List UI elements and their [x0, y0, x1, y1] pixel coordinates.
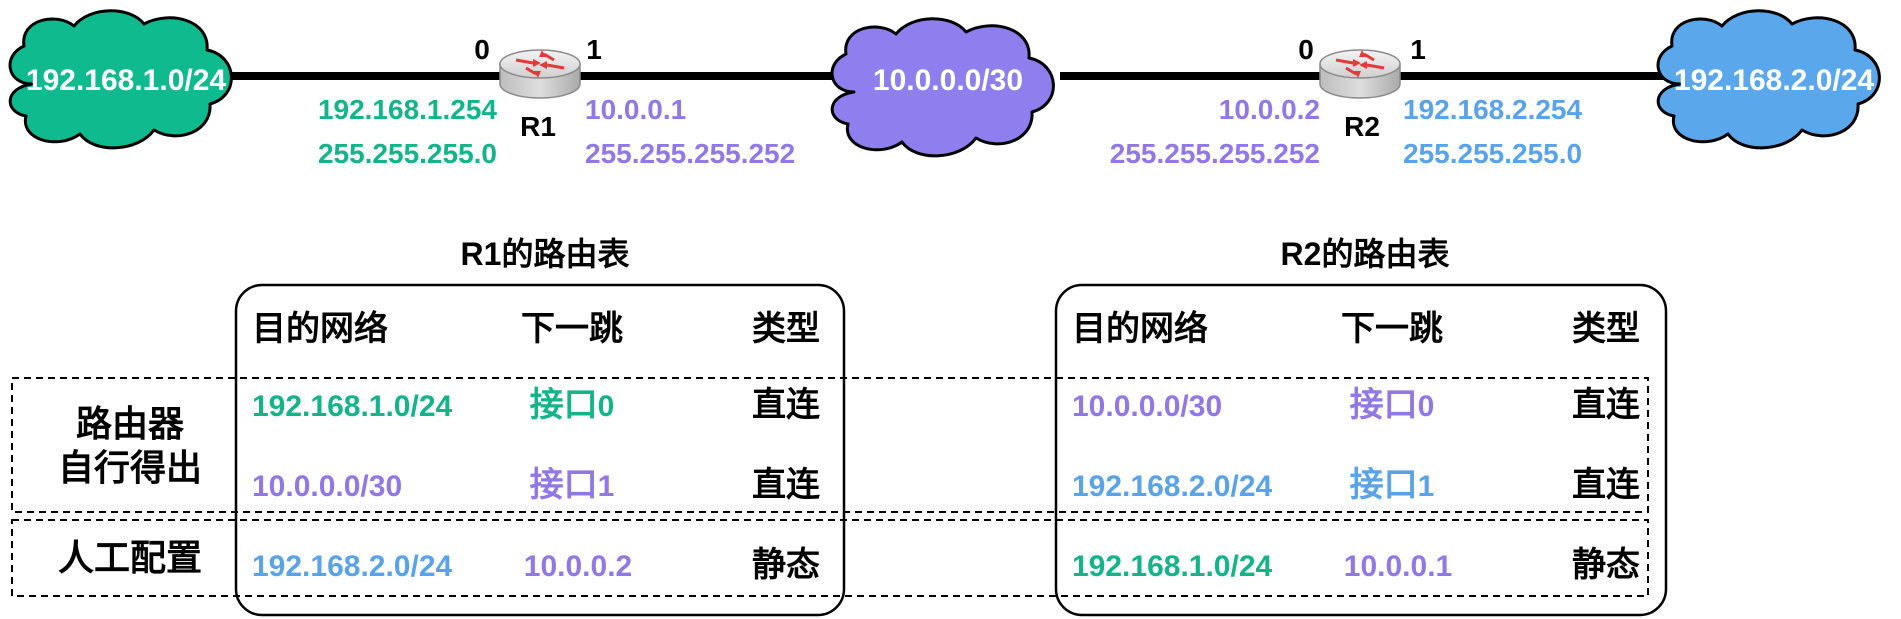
r2-row2-dest: 192.168.2.0/24	[1072, 470, 1273, 503]
r1-row1-type: 直连	[752, 386, 821, 424]
r1-row1-dest: 192.168.1.0/24	[252, 390, 453, 423]
r1-row3-dest: 192.168.2.0/24	[252, 550, 453, 583]
cloud-label-mid: 10.0.0.0/30	[873, 64, 1023, 97]
router-r1-icon	[499, 49, 581, 99]
r2-row2-nexthop-num: 1	[1418, 470, 1435, 503]
r2-row2-nexthop-word: 接口	[1350, 466, 1418, 504]
r2-header-nexthop: 下一跳	[1341, 310, 1443, 348]
r2-row3-dest: 192.168.1.0/24	[1072, 550, 1273, 583]
r1-row2-type: 直连	[752, 466, 821, 504]
cloud-network-mid: 10.0.0.0/30	[830, 17, 1055, 158]
r2-row1-nexthop: 接口0	[1350, 386, 1435, 424]
r1-header-nexthop: 下一跳	[521, 310, 623, 348]
r1-row1-nexthop-num: 0	[598, 390, 615, 423]
r1-row2-nexthop-word: 接口	[530, 466, 598, 504]
r2-header-dest: 目的网络	[1072, 309, 1208, 348]
router-r1-label: R1	[520, 111, 556, 142]
r1-row1-nexthop: 接口0	[530, 386, 615, 424]
r2-row3-type: 静态	[1572, 546, 1640, 584]
router-r2-label: R2	[1344, 111, 1380, 142]
manual-group-label: 人工配置	[58, 537, 202, 578]
r1-port1-label: 1	[586, 34, 602, 65]
r2-if1-mask: 255.255.255.0	[1403, 138, 1582, 169]
r2-row1-type: 直连	[1572, 386, 1641, 424]
r1-table-frame	[234, 283, 846, 617]
r2-row2-nexthop: 接口1	[1350, 466, 1435, 504]
r2-row1-nexthop-word: 接口	[1350, 386, 1418, 424]
r2-if0-mask: 255.255.255.252	[1110, 138, 1320, 169]
router-r2-icon	[1319, 49, 1401, 99]
r1-row2-nexthop-num: 1	[598, 470, 615, 503]
r1-row3-nexthop: 10.0.0.2	[524, 550, 632, 583]
r2-row1-dest: 10.0.0.0/30	[1072, 390, 1222, 423]
auto-group-label-line2: 自行得出	[58, 447, 202, 488]
r2-row2-type: 直连	[1572, 466, 1641, 504]
r1-if0-mask: 255.255.255.0	[318, 138, 497, 169]
auto-group-label-line1: 路由器	[76, 403, 185, 444]
r1-table-title: R1的路由表	[461, 236, 630, 272]
r2-if0-ip: 10.0.0.2	[1219, 94, 1320, 125]
r2-header-type: 类型	[1572, 310, 1640, 348]
r1-if1-ip: 10.0.0.1	[585, 94, 686, 125]
auto-derived-group-box	[11, 377, 1649, 513]
cloud-network-left: 192.168.1.0/24	[8, 9, 233, 150]
cloud-network-right: 192.168.2.0/24	[1656, 9, 1881, 150]
r1-row3-type: 静态	[752, 546, 820, 584]
r1-if1-mask: 255.255.255.252	[585, 138, 795, 169]
r1-header-dest: 目的网络	[252, 309, 388, 348]
r1-if0-ip: 192.168.1.254	[318, 94, 497, 125]
cloud-label-right: 192.168.2.0/24	[1674, 64, 1875, 97]
r2-if1-ip: 192.168.2.254	[1403, 94, 1582, 125]
r2-row1-nexthop-num: 0	[1418, 390, 1435, 423]
r2-port1-label: 1	[1410, 34, 1426, 65]
r2-port0-label: 0	[1298, 34, 1314, 65]
r1-row2-nexthop: 接口1	[530, 466, 615, 504]
r1-port0-label: 0	[474, 34, 490, 65]
r1-row2-dest: 10.0.0.0/30	[252, 470, 402, 503]
r2-table-title: R2的路由表	[1281, 236, 1450, 272]
manual-config-group-box	[11, 519, 1649, 597]
r1-header-type: 类型	[752, 310, 820, 348]
r1-row1-nexthop-word: 接口	[530, 386, 598, 424]
r2-table-frame	[1054, 283, 1668, 617]
cloud-label-left: 192.168.1.0/24	[26, 64, 227, 97]
r2-row3-nexthop: 10.0.0.1	[1344, 550, 1452, 583]
